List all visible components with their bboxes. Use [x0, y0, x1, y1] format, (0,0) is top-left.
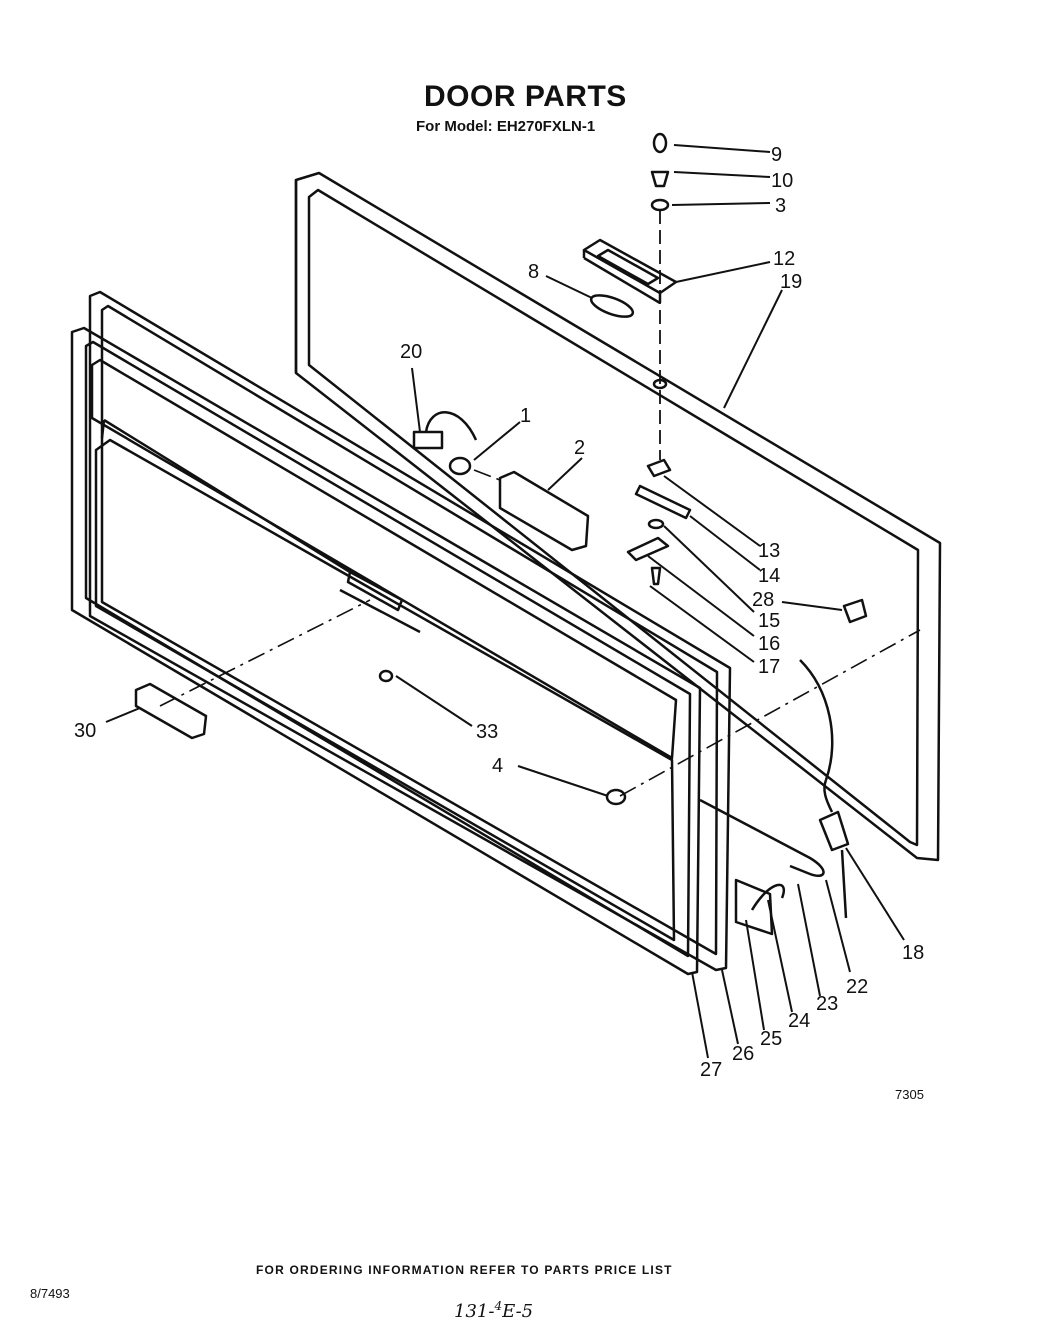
callout-10: 10 [771, 170, 793, 192]
callout-22: 22 [846, 976, 868, 998]
callout-1: 1 [520, 405, 531, 427]
door-liner-frame [294, 171, 942, 862]
door-gasket-frame [88, 290, 732, 972]
callout-24: 24 [788, 1010, 810, 1032]
callout-28: 28 [752, 589, 774, 611]
callout-12: 12 [773, 248, 795, 270]
callout-23: 23 [816, 993, 838, 1015]
callout-15: 15 [758, 610, 780, 632]
outer-door-panel [70, 326, 702, 976]
callout-25: 25 [760, 1028, 782, 1050]
callout-9: 9 [771, 144, 782, 166]
drawing-number: 7305 [895, 1087, 924, 1102]
callout-18: 18 [902, 942, 924, 964]
model-subtitle: For Model: EH270FXLN-1 [416, 118, 596, 135]
handwritten-note: 131-4E-5 [454, 1299, 533, 1322]
callout-4: 4 [492, 755, 503, 777]
callout-14: 14 [758, 565, 780, 587]
callout-30: 30 [74, 720, 96, 742]
light-socket-bulb [412, 411, 478, 476]
callout-16: 16 [758, 633, 780, 655]
callout-33: 33 [476, 721, 498, 743]
callout-27: 27 [700, 1059, 722, 1081]
catalog-number: 8/7493 [30, 1286, 70, 1301]
callout-13: 13 [758, 540, 780, 562]
hinge-pin-assembly [626, 132, 692, 586]
callout-17: 17 [758, 656, 780, 678]
handwritten-sup: 4 [494, 1299, 503, 1313]
handwritten-note-a: 131- [454, 1301, 495, 1322]
handwritten-note-b: E-5 [502, 1301, 534, 1322]
page-title: DOOR PARTS [424, 80, 627, 113]
light-shield [498, 470, 590, 552]
hinge-bracket [582, 238, 678, 305]
ordering-note: FOR ORDERING INFORMATION REFER TO PARTS … [256, 1263, 673, 1277]
door-handle [134, 682, 208, 740]
callout-3: 3 [775, 195, 786, 217]
callout-26: 26 [732, 1043, 754, 1065]
callout-19: 19 [780, 271, 802, 293]
callout-2: 2 [574, 437, 585, 459]
callout-8: 8 [528, 261, 539, 283]
callout-20: 20 [400, 341, 422, 363]
